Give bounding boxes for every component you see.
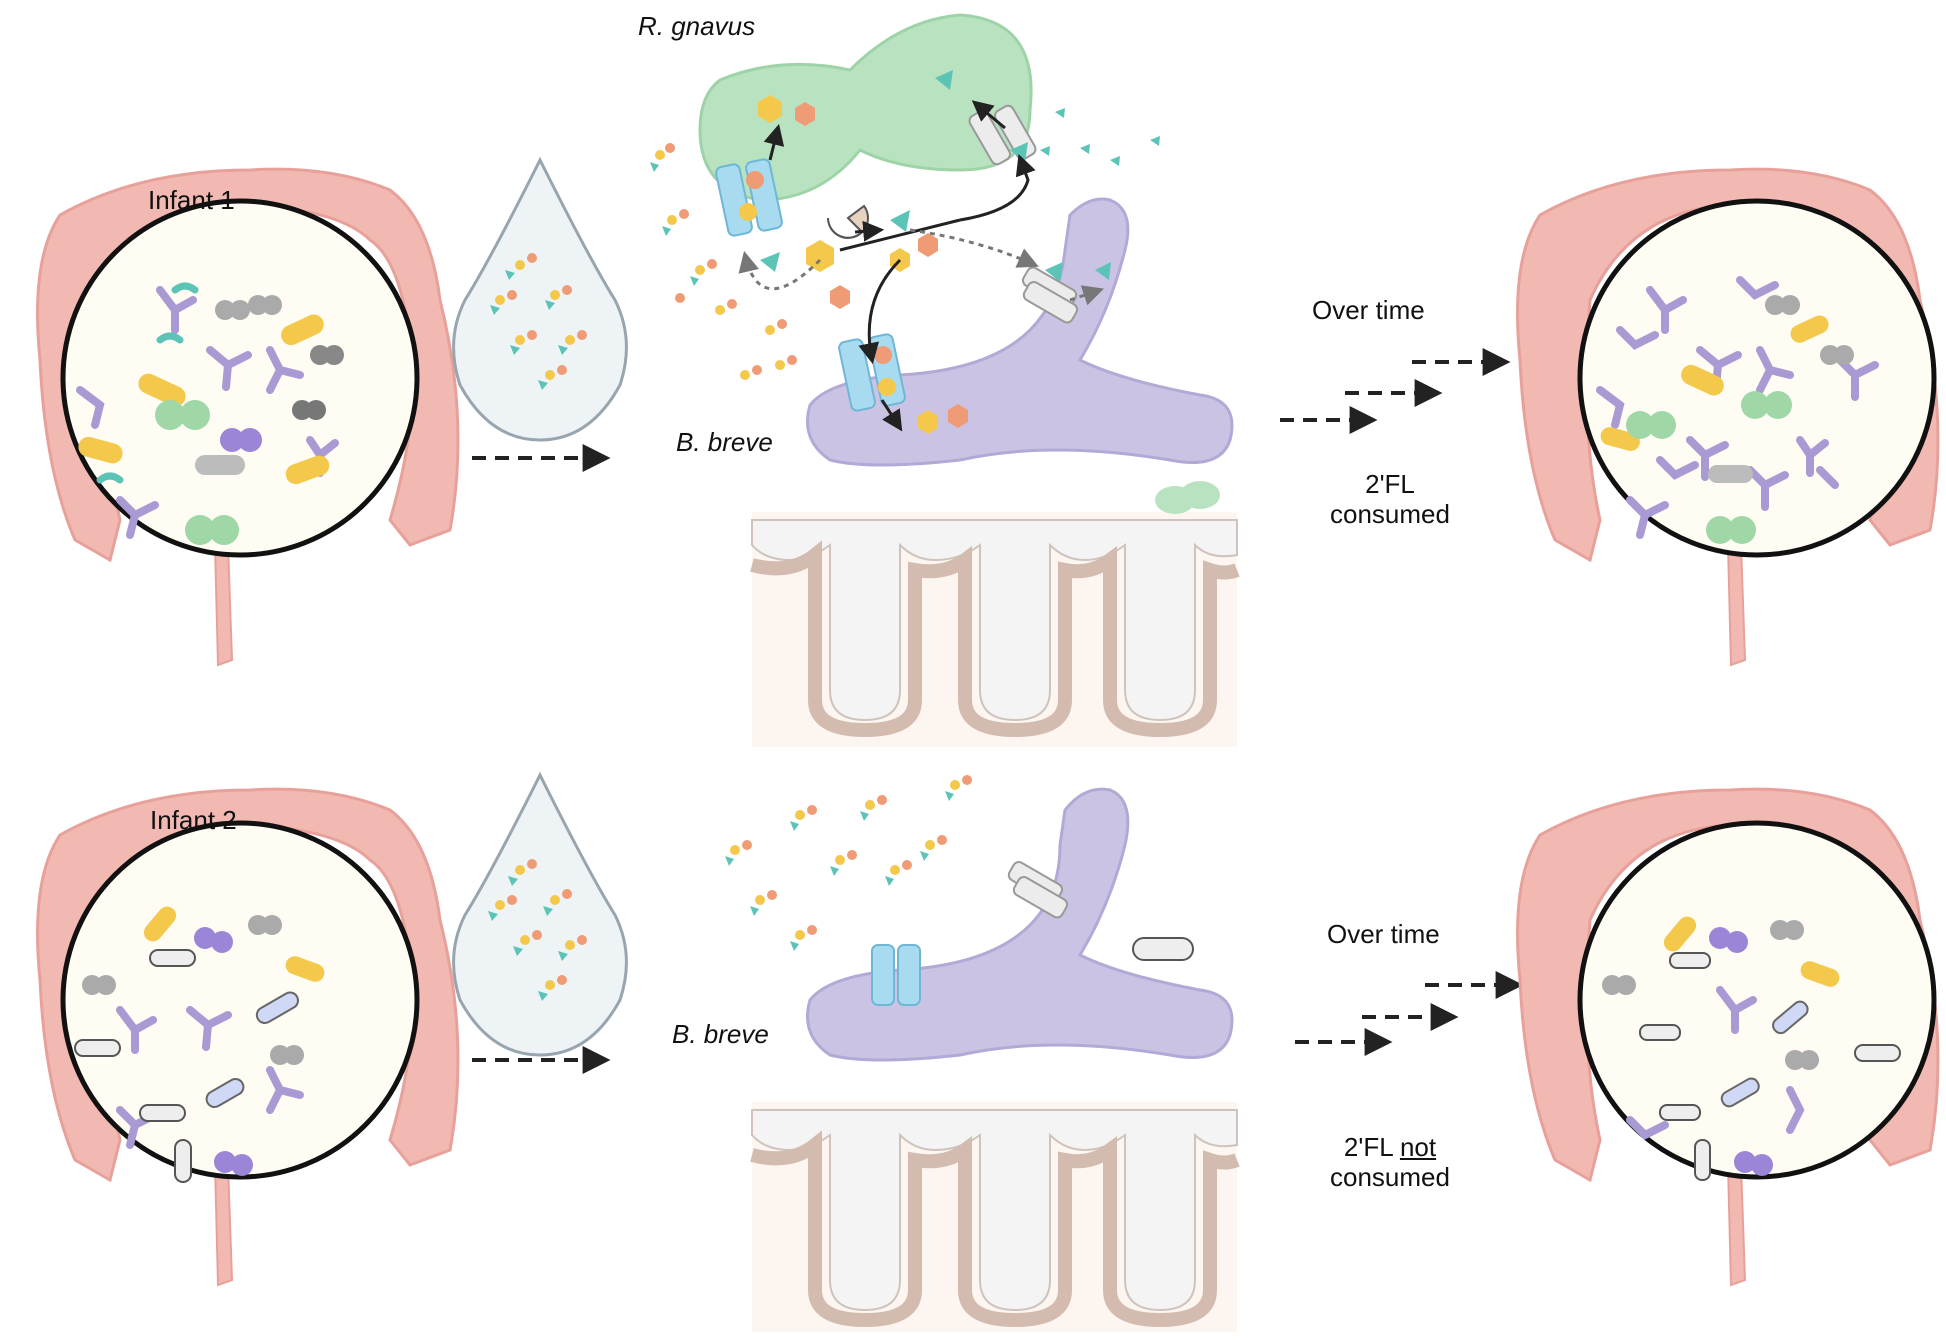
colon-icon-after bbox=[1516, 167, 1940, 667]
fucosidase-enzyme-icon bbox=[827, 204, 869, 239]
result-line1-emph: not bbox=[1399, 1132, 1437, 1162]
result-line2: consumed bbox=[1330, 498, 1450, 529]
over-time-arrows-top bbox=[1280, 348, 1511, 434]
over-time-label: Over time bbox=[1312, 295, 1425, 325]
b-breve-cell bbox=[806, 197, 1234, 467]
result-label-not-consumed: 2'FL not consumed bbox=[1315, 1132, 1465, 1193]
result-line2-bottom: consumed bbox=[1330, 1161, 1450, 1192]
r-gnavus-label: R. gnavus bbox=[638, 11, 756, 41]
milk-drop-icon-bottom bbox=[452, 771, 628, 1057]
infant-1-label: Infant 1 bbox=[148, 185, 235, 215]
gut-microbiota-zoom bbox=[60, 198, 420, 558]
result-line1: 2'FL bbox=[1365, 469, 1415, 499]
b-breve-cell-bottom bbox=[806, 787, 1234, 1062]
sugar-molecules-bottom bbox=[725, 775, 972, 951]
over-time-arrows-bottom bbox=[1295, 971, 1524, 1056]
b-breve-label: B. breve bbox=[676, 427, 773, 457]
infant-2-label: Infant 2 bbox=[150, 805, 237, 835]
b-breve-label-bottom: B. breve bbox=[672, 1019, 769, 1049]
over-time-label-bottom: Over time bbox=[1327, 919, 1440, 949]
colon-icon-infant2 bbox=[36, 787, 460, 1287]
sugar-molecules bbox=[650, 70, 1160, 434]
intestinal-epithelium bbox=[750, 481, 1240, 747]
pathway-arrows bbox=[738, 100, 1104, 432]
result-label-consumed: 2'FL consumed bbox=[1315, 469, 1465, 530]
colon-icon bbox=[36, 167, 460, 667]
milk-drop-icon bbox=[452, 156, 628, 442]
colon-icon-infant2-after bbox=[1516, 787, 1940, 1287]
intestinal-epithelium-bottom bbox=[750, 1102, 1240, 1332]
result-line1-pre: 2'FL bbox=[1343, 1132, 1400, 1162]
